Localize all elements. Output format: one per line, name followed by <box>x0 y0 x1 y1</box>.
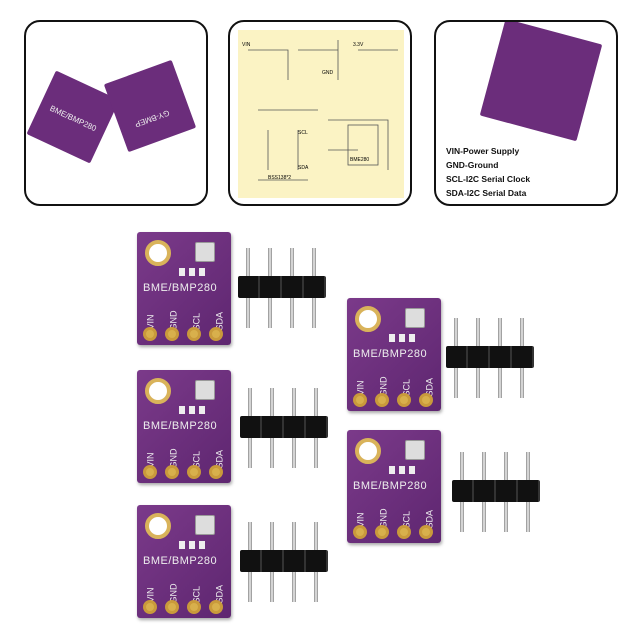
mounting-hole <box>145 240 171 266</box>
pin-pad <box>187 327 201 341</box>
schematic-diagram: VIN 3.3V GND SCL SDA BSS138*2 BME280 <box>238 30 404 198</box>
header-plastic <box>240 416 328 438</box>
pin-pad <box>397 525 411 539</box>
pinout-scl: SCL-I2C Serial Clock <box>446 174 531 184</box>
product-photo-panel: BME/BMP280 GY-BMEP <box>24 20 208 206</box>
pin-pad <box>143 465 157 479</box>
schematic-label: BSS138*2 <box>268 175 292 181</box>
smd-pads <box>179 406 209 414</box>
schematic-label: BME280 <box>350 157 370 163</box>
schematic-label: SDA <box>298 165 309 171</box>
header-plastic <box>452 480 540 502</box>
schematic-panel: VIN 3.3V GND SCL SDA BSS138*2 BME280 <box>228 20 412 206</box>
header-plastic <box>240 550 328 572</box>
pin-pad <box>187 600 201 614</box>
pin-header <box>240 522 328 602</box>
smd-pads <box>179 268 209 276</box>
pin-pad <box>143 327 157 341</box>
pin-pad <box>209 327 223 341</box>
pin-header <box>446 318 534 398</box>
board-model-label: BME/BMP280 <box>143 282 218 294</box>
pin-pad <box>353 393 367 407</box>
mounting-hole <box>355 438 381 464</box>
pin-header <box>452 452 540 532</box>
mounting-hole <box>355 306 381 332</box>
board-image <box>103 59 197 153</box>
board-model-label: BME/BMP280 <box>353 480 428 492</box>
board-model-label: BME/BMP280 <box>353 348 428 360</box>
pin-pad <box>419 393 433 407</box>
mounting-hole <box>145 513 171 539</box>
sensor-chip <box>195 515 215 535</box>
pin-pad <box>375 525 389 539</box>
sensor-chip <box>195 242 215 262</box>
board-model-label: BME/BMP280 <box>143 555 218 567</box>
sensor-chip <box>195 380 215 400</box>
pin-pad <box>165 327 179 341</box>
pinout-gnd: GND-Ground <box>446 160 499 170</box>
pin-pad <box>209 465 223 479</box>
pinout-vin: VIN-Power Supply <box>446 146 520 156</box>
pin-pad <box>353 525 367 539</box>
board-model-label: BME/BMP280 <box>143 420 218 432</box>
pin-pad <box>209 600 223 614</box>
sensor-chip <box>405 308 425 328</box>
smd-pads <box>389 334 419 342</box>
header-plastic <box>238 276 326 298</box>
pin-pad <box>143 600 157 614</box>
pin-pad <box>187 465 201 479</box>
header-plastic <box>446 346 534 368</box>
schematic-label: GND <box>322 70 334 76</box>
pin-header <box>238 248 326 328</box>
schematic-label: 3.3V <box>353 42 364 48</box>
pinout-panel: VIN-Power Supply GND-Ground SCL-I2C Seri… <box>434 20 618 206</box>
board-image <box>479 22 603 142</box>
pin-pad <box>397 393 411 407</box>
smd-pads <box>389 466 419 474</box>
schematic-label: SCL <box>298 130 308 136</box>
mounting-hole <box>145 378 171 404</box>
pin-pad <box>419 525 433 539</box>
pinout-sda: SDA-I2C Serial Data <box>446 188 527 198</box>
sensor-chip <box>405 440 425 460</box>
pin-pad <box>375 393 389 407</box>
pin-pad <box>165 465 179 479</box>
pin-header <box>240 388 328 468</box>
pin-pad <box>165 600 179 614</box>
pinout-legend: VIN-Power Supply GND-Ground SCL-I2C Seri… <box>446 144 530 200</box>
schematic-label: VIN <box>242 42 251 48</box>
smd-pads <box>179 541 209 549</box>
